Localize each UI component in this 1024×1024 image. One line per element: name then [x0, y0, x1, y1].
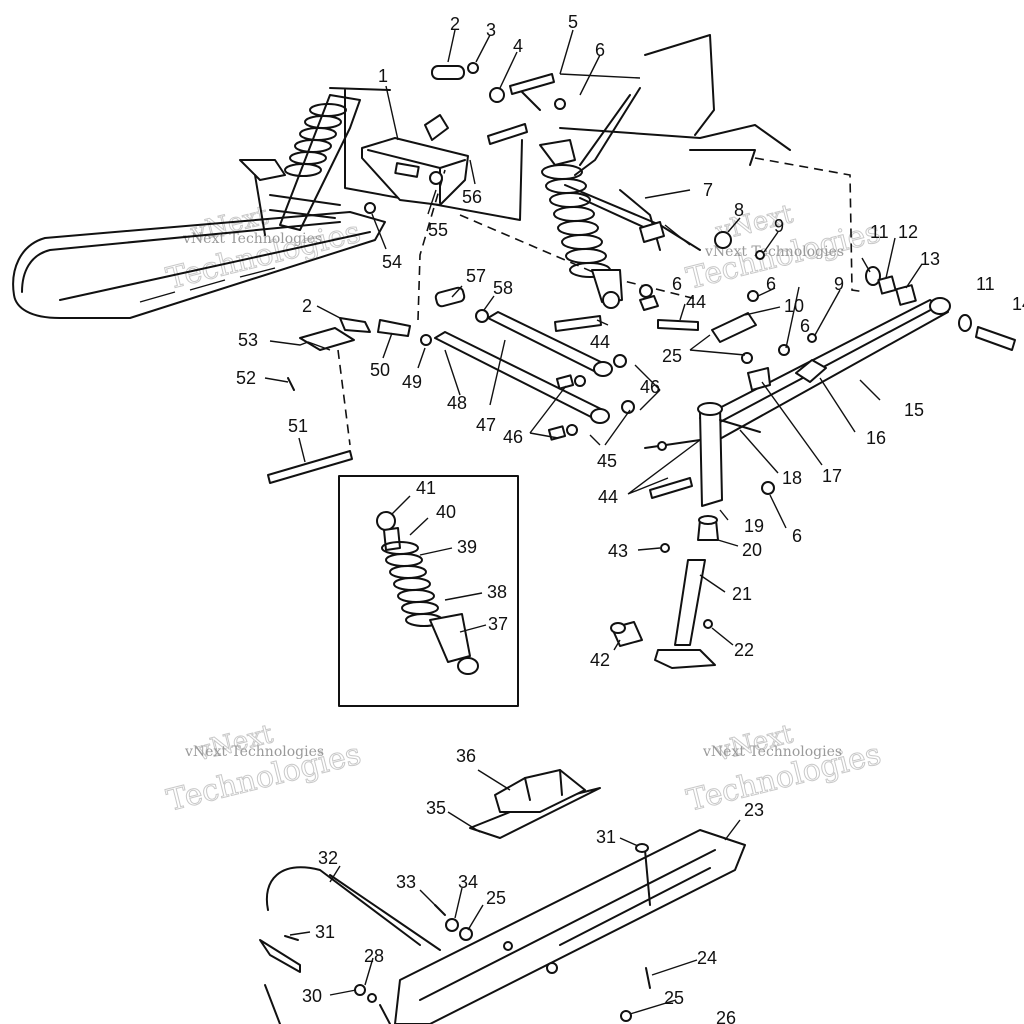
callout-23: 23 [744, 800, 764, 820]
callout-25c: 25 [664, 988, 684, 1008]
callout-22: 22 [734, 640, 754, 660]
left-ski-assembly [12, 87, 523, 319]
callout-33: 33 [396, 872, 416, 892]
callout-32: 32 [318, 848, 338, 868]
callout-30: 30 [302, 986, 322, 1006]
callout-46b: 46 [640, 377, 660, 397]
callout-21: 21 [732, 584, 752, 604]
callout-14: 14 [1012, 294, 1024, 314]
watermark-line: vNext Technologies [702, 744, 842, 760]
callout-45: 45 [597, 451, 617, 471]
callout-47: 47 [476, 415, 496, 435]
leader-lines [264, 29, 923, 1015]
watermark-line: vNext Technologies [184, 744, 324, 760]
callout-10: 10 [784, 296, 804, 316]
callout-19: 19 [744, 516, 764, 536]
callout-labels: 1 2 3 4 5 6 7 8 9 55 56 54 57 58 2 53 52… [236, 12, 1024, 1024]
callout-55: 55 [428, 220, 448, 240]
callout-50: 50 [370, 360, 390, 380]
callout-44: 44 [590, 332, 610, 352]
callout-46: 46 [503, 427, 523, 447]
fasteners [267, 62, 1016, 553]
callout-31b: 31 [315, 922, 335, 942]
callout-48: 48 [447, 393, 467, 413]
callout-11b: 11 [976, 274, 995, 294]
ski-saddle [469, 769, 601, 839]
callout-2b: 2 [302, 296, 312, 316]
callout-18: 18 [782, 468, 802, 488]
watermark-line: vNext Technologies [704, 244, 844, 260]
callout-51: 51 [288, 416, 308, 436]
callout-54: 54 [382, 252, 402, 272]
callout-40: 40 [436, 502, 456, 522]
callout-6c: 6 [766, 274, 776, 294]
right-shock [539, 139, 623, 309]
shock-detail-inset [338, 475, 519, 707]
callout-25b: 25 [486, 888, 506, 908]
callout-20: 20 [742, 540, 762, 560]
callout-12: 12 [898, 222, 918, 242]
callout-43: 43 [608, 541, 628, 561]
callout-31: 31 [596, 827, 616, 847]
callout-44b: 44 [686, 292, 706, 312]
callout-11: 11 [870, 222, 889, 242]
lower-ski [259, 829, 746, 1024]
callout-13: 13 [920, 249, 940, 269]
callout-37: 37 [488, 614, 508, 634]
callout-2: 2 [450, 14, 460, 34]
callout-38: 38 [487, 582, 507, 602]
callout-8: 8 [734, 200, 744, 220]
callout-34: 34 [458, 872, 478, 892]
callout-9: 9 [774, 216, 784, 236]
callout-41: 41 [416, 478, 436, 498]
callout-28: 28 [364, 946, 384, 966]
callout-25: 25 [662, 346, 682, 366]
mount-bracket [361, 114, 469, 206]
callout-17: 17 [822, 466, 842, 486]
callout-3: 3 [486, 20, 496, 40]
callout-56: 56 [462, 187, 482, 207]
callout-49: 49 [402, 372, 422, 392]
callout-5: 5 [568, 12, 578, 32]
callout-57: 57 [466, 266, 486, 286]
radius-rods [434, 311, 635, 441]
callout-35: 35 [426, 798, 446, 818]
callout-42: 42 [590, 650, 610, 670]
callout-16: 16 [866, 428, 886, 448]
callout-58: 58 [493, 278, 513, 298]
callout-9b: 9 [834, 274, 844, 294]
callout-52: 52 [236, 368, 256, 388]
watermark-line: vNext Technologies [182, 231, 322, 247]
callout-6: 6 [595, 40, 605, 60]
callout-36: 36 [456, 746, 476, 766]
callout-26: 26 [716, 1008, 736, 1024]
callout-6d: 6 [800, 316, 810, 336]
callout-15: 15 [904, 400, 924, 420]
callout-6b: 6 [672, 274, 682, 294]
callout-6e: 6 [792, 526, 802, 546]
callout-7: 7 [703, 180, 713, 200]
callout-4: 4 [513, 36, 523, 56]
callout-53: 53 [238, 330, 258, 350]
callout-39: 39 [457, 537, 477, 557]
callout-1: 1 [378, 66, 388, 86]
callout-24: 24 [697, 948, 717, 968]
callout-44c: 44 [598, 487, 618, 507]
